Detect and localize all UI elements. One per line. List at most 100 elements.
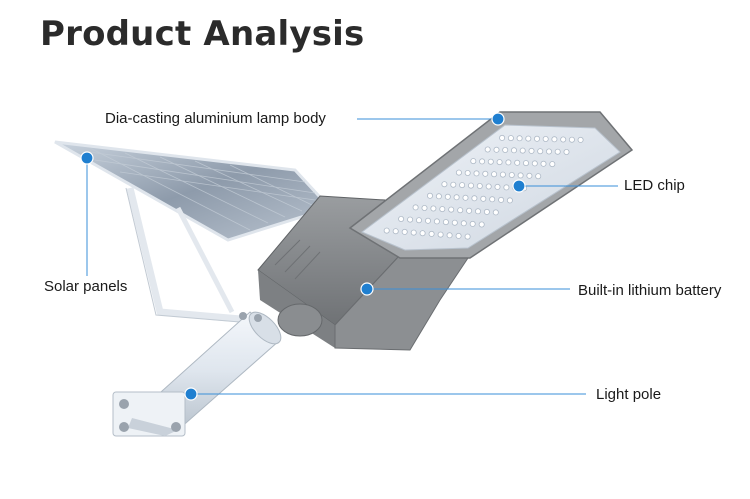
led-chip-dot	[510, 147, 517, 154]
led-chip-dot	[551, 136, 558, 143]
led-chip-dot	[517, 172, 524, 179]
led-chip-dot	[464, 233, 471, 240]
led-chip-dot	[476, 182, 483, 189]
led-chip-dot	[560, 136, 567, 143]
led-chip-dot	[542, 135, 549, 142]
led-chip-dot	[498, 196, 505, 203]
led-chip-dot	[428, 230, 435, 237]
leader-lines	[86, 118, 618, 395]
led-chip-dot	[484, 146, 491, 153]
led-chip-dot	[470, 158, 477, 165]
led-chip-dot	[430, 205, 437, 212]
led-chip-dot	[526, 172, 533, 179]
led-chip-dot	[424, 217, 431, 224]
led-chip-dot	[487, 158, 494, 165]
led-chip-dot	[444, 193, 451, 200]
led-chip-dot	[455, 169, 462, 176]
label-solar-panels: Solar panels	[44, 278, 128, 295]
led-chip-dot	[401, 228, 408, 235]
led-chip-dot	[410, 229, 417, 236]
led-chip-dot	[568, 136, 575, 143]
led-chip-dot	[448, 206, 455, 213]
led-chip-dot	[419, 230, 426, 237]
led-chip-dot	[525, 135, 532, 142]
led-chip-dot	[494, 183, 501, 190]
led-chip-dot	[516, 135, 523, 142]
led-chip-dot	[491, 171, 498, 178]
led-chip-dot	[457, 207, 464, 214]
markers	[80, 112, 526, 401]
led-chip-dot	[467, 182, 474, 189]
marker-battery	[360, 282, 374, 296]
led-chip-dot	[474, 208, 481, 215]
led-chip-dot	[466, 207, 473, 214]
led-chip-dot	[537, 148, 544, 155]
label-lamp-body: Dia-casting aluminium lamp body	[105, 110, 326, 127]
led-chip-dot	[480, 195, 487, 202]
led-chip-dot	[450, 181, 457, 188]
label-battery: Built-in lithium battery	[578, 282, 722, 299]
led-chip-dot	[392, 228, 399, 235]
marker-solar-panels	[80, 151, 94, 165]
led-chip-dot	[412, 204, 419, 211]
led-chip-dot	[540, 160, 547, 167]
label-light-pole: Light pole	[596, 386, 662, 403]
led-chip-dot	[503, 184, 510, 191]
led-chip-dot	[514, 159, 521, 166]
led-chip-dot	[535, 173, 542, 180]
solar-panel	[54, 140, 333, 242]
panel-bracket	[126, 187, 253, 324]
led-chip-grid	[383, 134, 584, 240]
led-chip-dot	[506, 197, 513, 204]
led-chip-dot	[437, 231, 444, 238]
led-chip-dot	[478, 221, 485, 228]
marker-light-pole	[184, 387, 198, 401]
led-chip-dot	[483, 208, 490, 215]
led-chip-dot	[462, 194, 469, 201]
led-chip-dot	[421, 204, 428, 211]
led-chip-dot	[528, 147, 535, 154]
led-chip-dot	[499, 171, 506, 178]
led-chip-dot	[455, 232, 462, 239]
led-chip-dot	[415, 217, 422, 224]
led-chip-dot	[441, 181, 448, 188]
light-pole-body	[112, 311, 282, 437]
led-chip-dot	[507, 135, 514, 142]
led-chip-dot	[473, 170, 480, 177]
panel-bracket-outline	[125, 187, 253, 324]
led-chip-dot	[554, 148, 561, 155]
led-chip-dot	[563, 148, 570, 155]
led-chip-dot	[426, 192, 433, 199]
led-chip-dot	[485, 183, 492, 190]
led-chip-dot	[407, 216, 414, 223]
led-chip-dot	[508, 171, 515, 178]
led-chip-dot	[459, 182, 466, 189]
led-chip-dot	[546, 148, 553, 155]
led-chip-dot	[549, 161, 556, 168]
led-chip-dot	[482, 170, 489, 177]
led-chip-dot	[383, 227, 390, 234]
led-chip-dot	[442, 219, 449, 226]
led-chip-dot	[460, 220, 467, 227]
led-chip-dot	[446, 232, 453, 239]
led-chip-dot	[502, 146, 509, 153]
led-chip-dot	[534, 135, 541, 142]
led-chip-dot	[471, 195, 478, 202]
led-chip-dot	[531, 160, 538, 167]
led-chip-dot	[492, 209, 499, 216]
led-chip-dot	[451, 219, 458, 226]
led-chip-dot	[499, 134, 506, 141]
led-chip-dot	[493, 146, 500, 153]
led-chip-dot	[496, 159, 503, 166]
led-chip-dot	[464, 169, 471, 176]
led-chip-dot	[469, 220, 476, 227]
marker-led-chip	[512, 179, 526, 193]
led-chip-dot	[435, 193, 442, 200]
led-chip-dot	[439, 206, 446, 213]
marker-lamp-body	[491, 112, 505, 126]
led-chip-dot	[398, 215, 405, 222]
led-chip-dot	[489, 196, 496, 203]
label-led-chip: LED chip	[624, 177, 685, 194]
led-chip-dot	[433, 218, 440, 225]
